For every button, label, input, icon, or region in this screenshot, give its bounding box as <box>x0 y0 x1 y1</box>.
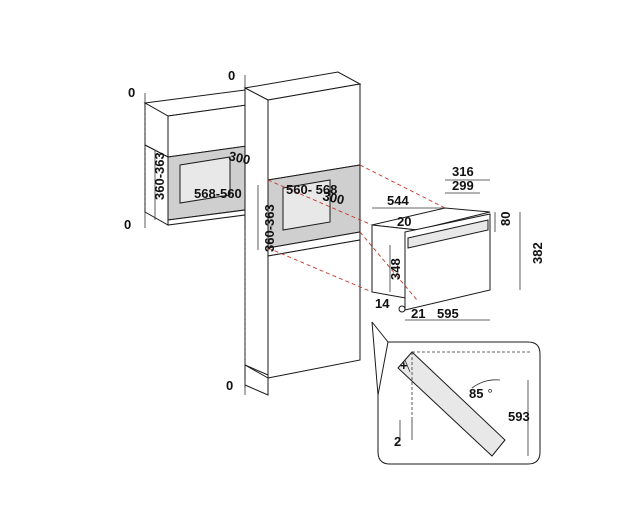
wall-cabinet-niche-back <box>179 156 231 204</box>
dim-door-height: 593 <box>508 409 530 424</box>
dim-wall-top-gap: 0 <box>128 85 135 100</box>
dim-door-angle: 85 ° <box>469 386 493 401</box>
dim-oven-width-total: 595 <box>437 306 459 321</box>
inset-door <box>397 351 506 457</box>
guide-line-2 <box>359 164 446 209</box>
oven <box>267 164 491 313</box>
dim-tall-bottom-gap: 0 <box>226 378 233 393</box>
dim-oven-front-offset: 20 <box>397 214 411 229</box>
wall-cabinet <box>143 89 270 226</box>
dim-wall-niche-depth: 300 <box>227 148 251 167</box>
dim-wall-bottom-gap: 0 <box>124 217 131 232</box>
tall-cabinet-upper-front <box>267 83 361 181</box>
door-detail-inset: + <box>371 321 541 465</box>
inset-crosshair: + <box>400 358 408 373</box>
inset-frame <box>377 341 541 465</box>
guide-line-3 <box>267 247 373 293</box>
dim-oven-total-height: 382 <box>530 242 545 264</box>
dimension-lines <box>144 75 521 395</box>
inset-angle-arc <box>471 379 501 389</box>
dim-oven-front-top: 80 <box>498 212 513 226</box>
dim-door-angle-unit: ° <box>487 386 492 401</box>
wall-cabinet-lower-side <box>144 144 169 226</box>
oven-control-panel <box>407 219 489 249</box>
dim-tall-niche-width: 560- 568 <box>286 182 337 197</box>
tall-cabinet-lower-front <box>267 239 361 379</box>
dim-wall-niche-height: 360-363 <box>152 152 167 200</box>
dim-oven-depth-body: 299 <box>452 178 474 193</box>
dim-tall-niche-depth: 300 <box>321 188 345 207</box>
dim-tall-niche-height: 360-363 <box>262 204 277 252</box>
guide-line-1 <box>267 179 373 226</box>
tall-cabinet-niche-back <box>282 179 331 231</box>
dim-door-angle-value: 85 <box>469 386 483 401</box>
dim-oven-bottom-offset: 14 <box>375 296 390 311</box>
dim-oven-body-height: 348 <box>388 258 403 280</box>
inset-leader-2 <box>371 321 379 396</box>
guide-line-4 <box>359 231 418 301</box>
dim-oven-side-offset: 21 <box>411 306 425 321</box>
inset-leader <box>371 321 389 343</box>
dim-oven-width-body: 544 <box>387 193 409 208</box>
dim-tall-top-gap: 0 <box>228 68 235 83</box>
tall-cabinet <box>243 71 362 396</box>
tall-cabinet-plinth <box>244 364 269 396</box>
inset-hinge-mark <box>404 359 411 373</box>
dim-oven-depth-total: 316 <box>452 164 474 179</box>
oven-foot <box>398 305 406 313</box>
dim-wall-niche-width: 568-560 <box>194 186 242 201</box>
dim-door-gap: 2 <box>394 434 401 449</box>
